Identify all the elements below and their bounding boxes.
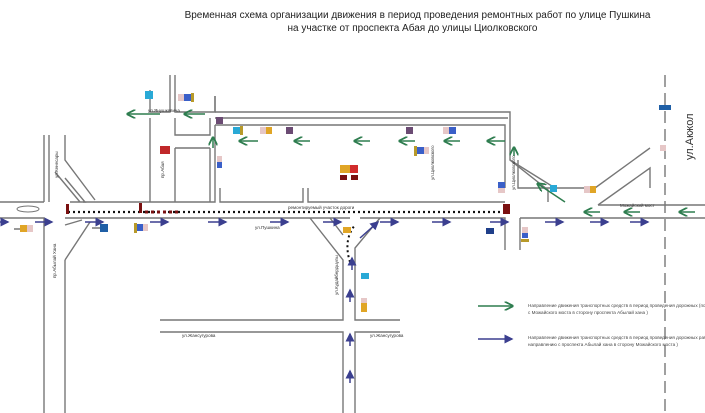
detour-marking [346,224,356,263]
diagram-title: Временная схема организации движения в п… [0,9,705,35]
sign-group [498,182,505,193]
sign-group [550,185,596,193]
barrier-left [66,204,69,214]
road-signs [14,91,671,312]
sign-group [178,93,194,102]
green-arrows [128,114,695,212]
street-label-zhansugurova-left: ул.Жансугурова [182,333,216,338]
road-edges [0,75,705,413]
street-label-abai: пр.Абая [160,161,165,178]
sign-group [134,223,148,233]
sign-group [14,225,33,232]
sign-group [340,165,358,180]
sign-group [217,156,222,168]
sign-group [260,127,293,134]
sign-group [343,227,351,233]
legend-blue-text: Направление движения транспортных средст… [528,335,705,347]
title-line-2: на участке от проспекта Абая до улицы Ци… [287,23,538,34]
sign-group [216,117,243,135]
legend-green-text: Направление движения транспортных средст… [528,303,705,315]
street-label-abylai-khan: пр.Абылай Хана [52,243,57,278]
street-label-pushkina: ул.Пушкина [255,225,280,230]
street-label-kudaiberdyuly: ул.Кудайбердыулы [334,255,339,295]
blue-arrows [0,217,650,383]
sign-group [145,91,153,99]
sign-group [92,224,108,232]
street-label-mozhaisky-bridge: Можайский мост [620,203,655,208]
roundabout-island [16,205,40,213]
sign-group [414,146,429,156]
street-label-repair-section: ремонтируемый участок дороги [288,205,355,210]
street-label-zhansugurova-right: ул.Жансугурова [370,333,404,338]
street-label-kenesary: ул.Кенесары [54,151,59,178]
street-label-tsiolkovskogo-2: ул.Циолковского [511,155,516,190]
sign-group [361,273,369,312]
street-label-yanushkevicha: ул.Янушкевича [148,108,180,113]
sign-group [160,146,170,154]
barrier-abai [139,203,142,213]
sign-group [406,127,456,134]
street-label-akzhol: ул.Акжол [684,113,696,160]
sign-group [486,227,529,242]
sign-group [659,105,671,151]
title-line-1: Временная схема организации движения в п… [184,10,651,21]
street-label-tsiolkovskogo-1: ул.Циолковского [430,145,435,180]
barrier-right [503,204,510,214]
